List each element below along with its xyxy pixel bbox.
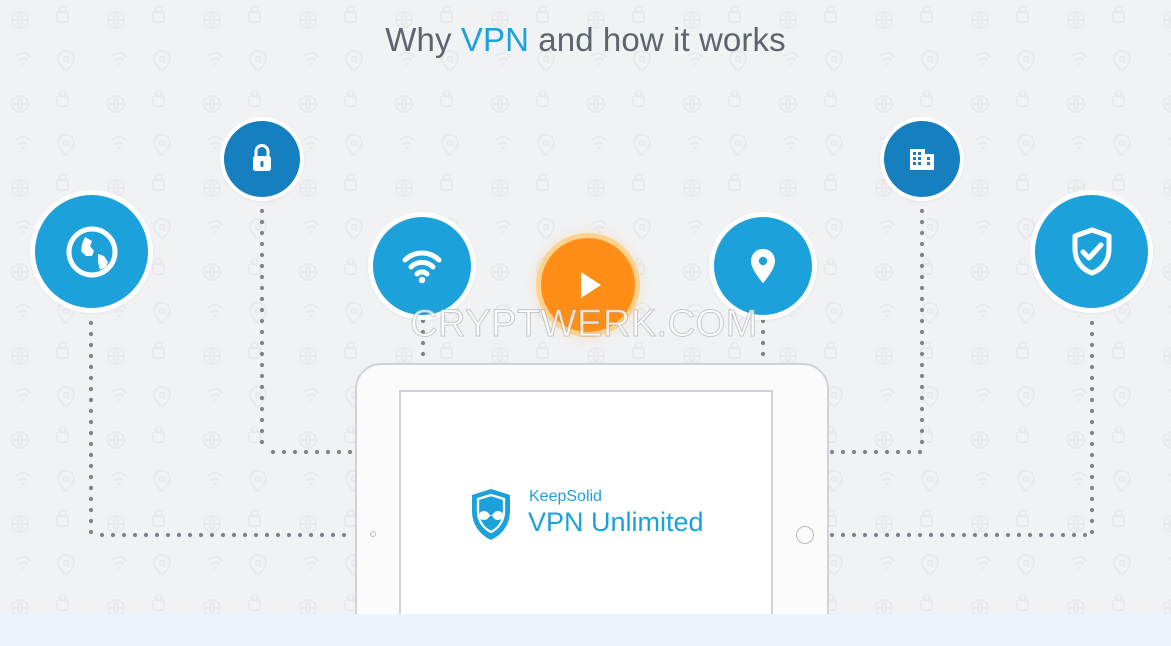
page-title: Why VPN and how it works — [0, 18, 1171, 62]
title-accent: VPN — [460, 21, 530, 58]
vpn-brand-logo: KeepSolid VPN Unlimited — [467, 487, 737, 547]
play-button-core — [541, 238, 635, 332]
feature-building — [880, 117, 964, 201]
tablet-screen: KeepSolid VPN Unlimited — [399, 390, 773, 646]
bottom-band — [0, 614, 1171, 646]
location-pin-icon — [751, 249, 775, 283]
feature-wifi — [368, 212, 476, 320]
brand-vpn-unlimited: VPN Unlimited — [528, 507, 704, 537]
brand-keepsolid: KeepSolid — [529, 488, 602, 505]
play-video-button[interactable] — [536, 233, 640, 337]
feature-location — [709, 212, 817, 320]
feature-globe — [30, 190, 153, 313]
tablet-camera — [370, 531, 376, 537]
shield-check-icon — [1072, 227, 1111, 275]
vpn-shield-logo-icon — [472, 489, 510, 540]
lock-icon-circle — [224, 121, 300, 197]
play-icon — [581, 272, 601, 298]
location-pin-icon-circle — [714, 217, 812, 315]
globe-icon-circle — [35, 195, 148, 308]
tablet-home-button — [796, 526, 814, 544]
building-icon-circle — [884, 121, 960, 197]
feature-shield — [1030, 190, 1153, 313]
title-prefix: Why — [385, 21, 461, 58]
wifi-icon-circle — [373, 217, 471, 315]
wifi-icon — [402, 250, 442, 284]
title-suffix: and how it works — [529, 21, 786, 58]
tablet-device: KeepSolid VPN Unlimited — [355, 363, 829, 646]
building-icon — [910, 149, 934, 170]
feature-lock — [220, 117, 304, 201]
shield-check-icon-circle — [1035, 195, 1148, 308]
lock-icon — [253, 144, 271, 171]
globe-icon — [66, 226, 117, 277]
